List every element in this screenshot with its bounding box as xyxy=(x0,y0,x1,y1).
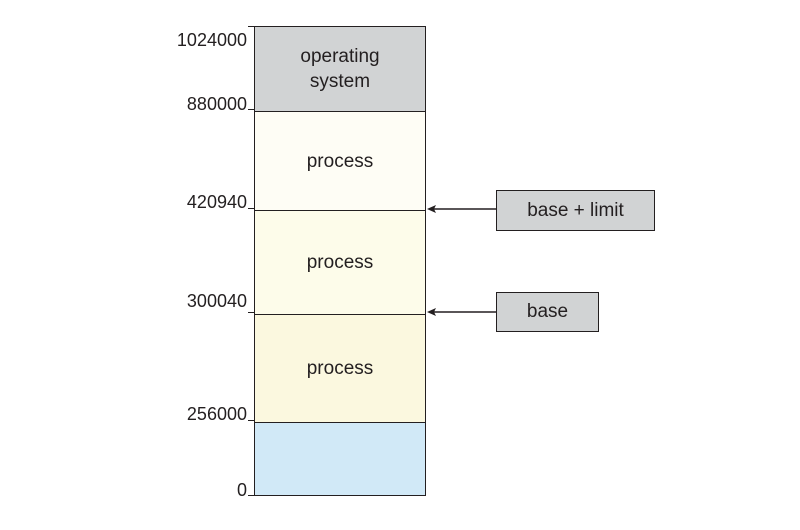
address-tick-1024000 xyxy=(248,26,254,27)
segment-process-top: process xyxy=(255,111,425,210)
address-tick-300040 xyxy=(248,312,254,313)
segment-label-operating-system: operating system xyxy=(300,46,380,92)
segment-label-process-middle: process xyxy=(306,252,374,273)
arrow-left-icon xyxy=(427,308,496,316)
address-label-256000: 256000 xyxy=(186,404,247,424)
address-label-0: 0 xyxy=(236,480,247,500)
arrow-base-limit xyxy=(426,203,496,215)
segment-label-process-bottom: process xyxy=(306,358,374,379)
address-label-1024000: 1024000 xyxy=(176,30,247,50)
segment-operating-system: operating system xyxy=(255,27,425,111)
address-tick-880000 xyxy=(248,109,254,110)
arrow-base xyxy=(426,306,496,318)
register-base-limit: base + limit xyxy=(496,190,655,231)
arrow-left-icon xyxy=(427,205,496,213)
address-tick-256000 xyxy=(248,420,254,421)
address-label-300040: 300040 xyxy=(186,291,247,311)
address-label-880000: 880000 xyxy=(186,94,247,114)
address-tick-420940 xyxy=(248,208,254,209)
segment-process-bottom: process xyxy=(255,314,425,422)
register-base: base xyxy=(496,292,599,332)
register-label-base-limit: base + limit xyxy=(527,199,624,221)
segment-free-bottom xyxy=(255,422,425,495)
segment-process-middle: process xyxy=(255,210,425,314)
address-label-420940: 420940 xyxy=(186,192,247,212)
segment-label-process-top: process xyxy=(306,150,374,172)
memory-column: operating system process process process xyxy=(254,26,426,496)
address-tick-0 xyxy=(248,495,254,496)
register-label-base: base xyxy=(526,301,569,322)
